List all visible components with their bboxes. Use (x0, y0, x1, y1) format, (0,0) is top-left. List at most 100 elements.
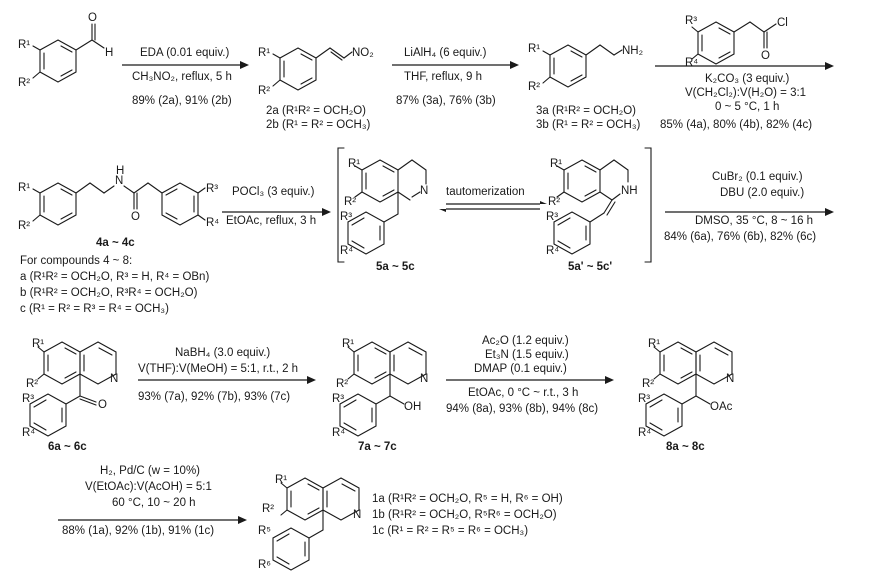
r2-label: R² (262, 503, 274, 515)
r2-label: R² (548, 196, 560, 208)
r3-label: R³ (340, 211, 352, 223)
step2-yield: 87% (3a), 76% (3b) (396, 95, 496, 107)
step1-yield: 89% (2a), 91% (2b) (132, 95, 232, 107)
enamine-nh: NH (621, 185, 638, 197)
step4-solvent: EtOAc, reflux, 3 h (226, 215, 317, 227)
dihydroisoquinoline-5-structure: N R¹ R² R³ R⁴ (340, 158, 428, 257)
compound-2a-label: 2a (R¹R² = OCH₂O) (266, 105, 366, 117)
legend-1c: 1c (R¹ = R² = R⁵ = R⁶ = OCH₃) (372, 525, 529, 537)
alcohol-7-structure: N OH R¹ R² R³ R⁴ (332, 338, 428, 439)
r4-label: R⁴ (22, 427, 35, 439)
nh-label: N (115, 175, 123, 187)
compound-6-label: 6a ~ 6c (48, 441, 87, 453)
step6-solvent: V(THF):V(MeOH) = 5:1, r.t., 2 h (138, 363, 299, 375)
ketone-oxygen: O (98, 399, 107, 411)
r4-label: R⁴ (206, 217, 219, 229)
chlorine-atom: Cl (777, 17, 788, 29)
r1-label: R¹ (550, 158, 562, 170)
r1-label: R¹ (342, 338, 354, 350)
legend-1b: 1b (R¹R² = OCH₂O, R⁵R⁶ = OCH₂O) (372, 509, 557, 521)
compound-7-label: 7a ~ 7c (358, 441, 397, 453)
step2-solvent: THF, reflux, 9 h (404, 71, 482, 83)
ring-nitrogen: N (726, 373, 734, 385)
final-product-1-structure: N R¹ R² R⁵ R⁶ (258, 474, 361, 571)
r2-label: R² (258, 85, 270, 97)
oxygen-atom: O (88, 12, 97, 24)
step6-yield: 93% (7a), 92% (7b), 93% (7c) (138, 391, 291, 403)
ring-nitrogen: N (420, 373, 428, 385)
r5-label: R⁵ (258, 525, 271, 537)
r2-label: R² (26, 378, 38, 390)
r2-label: R² (344, 196, 356, 208)
step1-reagent: EDA (0.01 equiv.) (140, 47, 230, 59)
legend-4-8-a: a (R¹R² = OCH₂O, R³ = H, R⁴ = OBn) (20, 271, 210, 283)
r1-label: R¹ (528, 43, 540, 55)
compound-5prime-label: 5a' ~ 5c' (568, 261, 613, 273)
r4-label: R⁴ (340, 245, 353, 257)
r4-label: R⁴ (546, 245, 559, 257)
step1-solvent: CH₃NO₂, reflux, 5 h (132, 71, 232, 83)
legend-4-8-head: For compounds 4 ~ 8: (20, 255, 133, 267)
r3-label: R³ (332, 393, 344, 405)
imine-nitrogen: N (420, 185, 428, 197)
hydrogen-atom: H (105, 47, 113, 59)
step7-solvent: EtOAc, 0 °C ~ r.t., 3 h (468, 387, 579, 399)
r2-label: R² (18, 220, 30, 232)
ring-nitrogen: N (353, 509, 361, 521)
amide-h: H (116, 165, 124, 177)
step6-reagent: NaBH₄ (3.0 equiv.) (175, 347, 271, 359)
step2-reagent: LiAlH₄ (6 equiv.) (404, 47, 487, 59)
compound-3a-label: 3a (R¹R² = OCH₂O) (536, 105, 636, 117)
step3-base: K₂CO₃ (3 equiv.) (705, 73, 790, 85)
r1-label: R¹ (258, 47, 270, 59)
r2-label: R² (528, 81, 540, 93)
step7-reagent3: DMAP (0.1 equiv.) (474, 363, 567, 375)
r3-label: R³ (206, 183, 218, 195)
step8-solvent: V(EtOAc):V(AcOH) = 5:1 (85, 481, 212, 493)
compound-3b-label: 3b (R¹ = R² = OCH₃) (536, 119, 641, 131)
ketone-6-structure: N O R¹ R² R³ R⁴ (22, 338, 118, 439)
r3-label: R³ (685, 15, 697, 27)
step4-reagent: POCl₃ (3 equiv.) (232, 186, 315, 198)
r6-label: R⁶ (258, 559, 271, 571)
r1-label: R¹ (275, 474, 287, 486)
benzaldehyde-structure: O H R¹ R² (18, 12, 113, 89)
r4-label: R⁴ (685, 57, 698, 69)
step7-yield: 94% (8a), 93% (8b), 94% (8c) (446, 403, 599, 415)
legend-4-8-c: c (R¹ = R² = R³ = R⁴ = OCH₃) (20, 303, 169, 315)
step8-temp: 60 °C, 10 ~ 20 h (112, 497, 196, 509)
r1-label: R¹ (32, 338, 44, 350)
nitrostyrene-structure: NO₂ R¹ R² (258, 47, 374, 97)
step7-reagent1: Ac₂O (1.2 equiv.) (482, 335, 569, 347)
compound-2b-label: 2b (R¹ = R² = OCH₃) (266, 119, 371, 131)
acetate-8-structure: N OAc R¹ R² R³ R⁴ (638, 338, 734, 439)
r1-label: R¹ (18, 182, 30, 194)
nitro-group: NO₂ (352, 47, 374, 59)
r4-label: R⁴ (332, 427, 345, 439)
carbonyl-oxygen: O (761, 50, 770, 62)
step3-solvent: V(CH₂Cl₂):V(H₂O) = 3:1 (685, 87, 807, 99)
step8-yield: 88% (1a), 92% (1b), 91% (1c) (62, 525, 215, 537)
step3-yield: 85% (4a), 80% (4b), 82% (4c) (660, 119, 813, 131)
acetate-group: OAc (710, 401, 733, 413)
step7-reagent2: Et₃N (1.5 equiv.) (485, 349, 569, 361)
step3-temp: 0 ~ 5 °C, 1 h (715, 101, 780, 113)
amine-group: NH₂ (622, 45, 643, 57)
r3-label: R³ (546, 211, 558, 223)
compound-8-label: 8a ~ 8c (666, 441, 705, 453)
amide-4-structure: N H O R¹ R² R³ R⁴ (18, 165, 219, 232)
r2-label: R² (18, 77, 30, 89)
acid-chloride-structure: Cl O R³ R⁴ (685, 15, 788, 69)
amide-oxygen: O (131, 211, 140, 223)
legend-4-8-b: b (R¹R² = OCH₂O, R³R⁴ = OCH₂O) (20, 287, 198, 299)
r4-label: R⁴ (638, 427, 651, 439)
r3-label: R³ (22, 393, 34, 405)
ring-nitrogen: N (110, 373, 118, 385)
step5-base: DBU (2.0 equiv.) (720, 187, 805, 199)
r1-label: R¹ (18, 39, 30, 51)
bracket-left (337, 147, 345, 263)
r1-label: R¹ (348, 158, 360, 170)
enamine-5prime-structure: NH R¹ R² R³ R⁴ (546, 158, 638, 257)
step5-catalyst: CuBr₂ (0.1 equiv.) (712, 171, 803, 183)
